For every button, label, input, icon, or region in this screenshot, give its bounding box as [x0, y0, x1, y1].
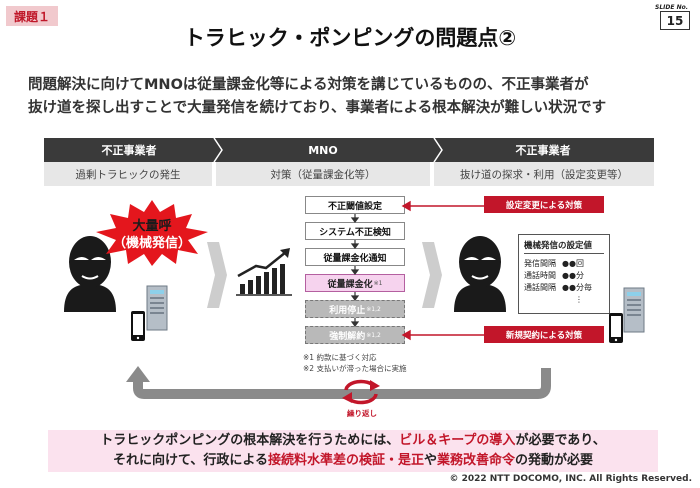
burst-callout — [96, 200, 208, 266]
callout-text: 大量呼 （機械発信） — [102, 218, 202, 252]
page-title: トラヒック・ポンピングの問題点② — [183, 26, 517, 50]
callout-line-1: 大量呼 — [132, 219, 172, 234]
machine-call-settings-box: 機械発信の設定値 発信間隔●●回 通話時間●●分 通話間隔●●分毎 ⋮ — [518, 234, 610, 314]
slide-number-label: SLIDE No. — [655, 4, 688, 11]
hacker-icon-2 — [454, 236, 506, 312]
repeat-label: 繰り返し — [347, 409, 377, 418]
server-icon — [146, 285, 168, 331]
conclusion-box — [48, 430, 658, 472]
server-icon-2 — [623, 287, 645, 333]
label-settings-change: 設定変更による対策 — [484, 196, 604, 213]
step-flow-arrows — [350, 200, 484, 341]
slide-number: 15 — [660, 11, 690, 30]
column-sub-excess-traffic: 過剰トラヒックの発生 — [44, 162, 212, 186]
footnote-2: ※2 支払いが滞った場合に実施 — [303, 364, 407, 373]
conclusion-text: トラヒックポンピングの根本解決を行うためには、ビル＆キープの導入が必要であり、 … — [48, 431, 658, 471]
chevron-right-icon-2 — [422, 242, 442, 308]
return-arrow-icon — [126, 366, 551, 399]
hacker-icon — [64, 236, 116, 312]
chevron-right-icon — [207, 242, 227, 308]
column-sub-loophole: 抜け道の探求・利用（設定変更等） — [434, 162, 654, 186]
setting-row: 通話時間●●分 — [524, 271, 584, 280]
cycle-arrows-icon — [342, 379, 380, 405]
header-chevron-2 — [426, 138, 444, 162]
setting-row: 発信間隔●●回 — [524, 259, 584, 268]
column-sub-countermeasure: 対策（従量課金化等） — [216, 162, 430, 186]
phone-icon — [131, 311, 145, 341]
conclusion-line-2: それに向けて、行政による接続料水準差の検証・是正や業務改善命令の発動が必要 — [112, 453, 594, 468]
label-new-contract: 新規契約による対策 — [484, 326, 604, 343]
rising-chart-icon — [236, 248, 292, 296]
column-header-fraud-operator-2: 不正事業者 — [432, 138, 654, 162]
lead-text: 問題解決に向けてMNOは従量課金化等による対策を講じているものの、不正事業者が … — [28, 74, 688, 120]
header-chevron-1 — [206, 138, 224, 162]
settings-title: 機械発信の設定値 — [524, 239, 604, 254]
footnote-1: ※1 約款に基づく対応 — [303, 353, 377, 362]
conclusion-line-1: トラヒックポンピングの根本解決を行うためには、ビル＆キープの導入が必要であり、 — [100, 433, 606, 448]
setting-ellipsis: ⋮ — [575, 295, 583, 304]
lead-line-1: 問題解決に向けてMNOは従量課金化等による対策を講じているものの、不正事業者が — [28, 77, 589, 93]
column-header-mno: MNO — [214, 138, 432, 162]
issue-tag: 課題１ — [6, 6, 58, 26]
callout-line-2: （機械発信） — [112, 236, 191, 251]
phone-icon-2 — [609, 313, 623, 343]
setting-row: 通話間隔●●分毎 — [524, 283, 592, 292]
copyright: © 2022 NTT DOCOMO, INC. All Rights Reser… — [449, 474, 692, 484]
lead-line-2: 抜け道を探し出すことで大量発信を続けており、事業者による根本解決が難しい状況です — [28, 100, 607, 116]
column-header-fraud-operator: 不正事業者 — [44, 138, 214, 162]
